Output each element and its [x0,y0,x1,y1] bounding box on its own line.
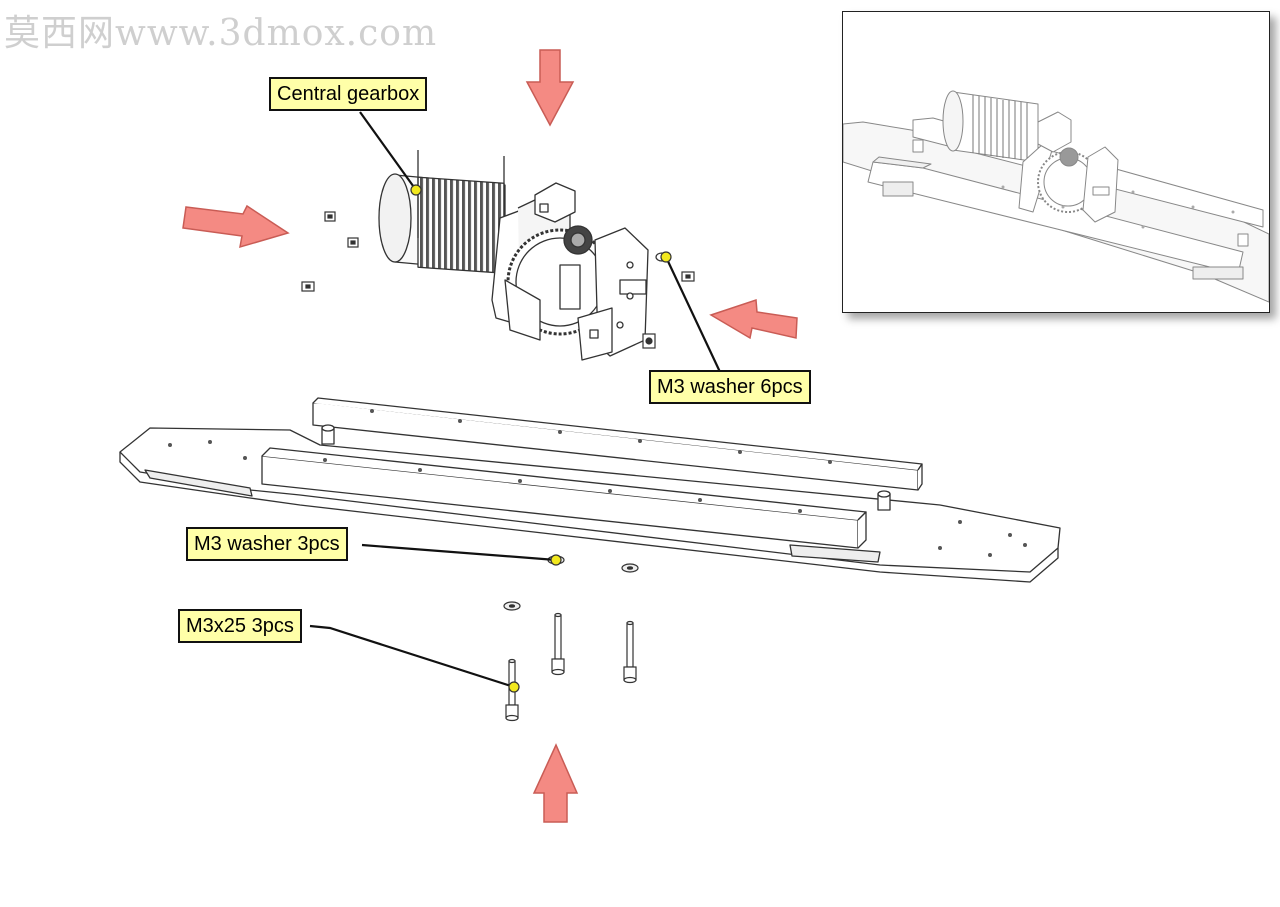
motor [378,150,506,274]
marker-dots [410,184,672,693]
watermark: 莫西网www.3dmox.com [4,13,438,54]
callout-m3x25-3pcs: M3x25 3pcs [178,609,302,643]
assembled-preview-inset [842,11,1270,313]
callout-central-gearbox: Central gearbox [269,77,428,111]
m3x25-screws [505,612,637,722]
chassis-holes [168,409,1027,557]
arrow-up-bottom [532,743,579,823]
arrow-left-right [709,298,798,340]
central-gearbox-assembly [378,150,649,361]
callout-m3-washer-6pcs: M3 washer 6pcs [649,370,811,404]
chassis [119,397,1061,583]
arrow-right-left [182,204,290,249]
bottom-washers [503,555,639,611]
leader-lines [309,111,721,689]
arrow-down-top [525,49,575,127]
callout-m3-washer-3pcs: M3 washer 3pcs [186,527,348,561]
